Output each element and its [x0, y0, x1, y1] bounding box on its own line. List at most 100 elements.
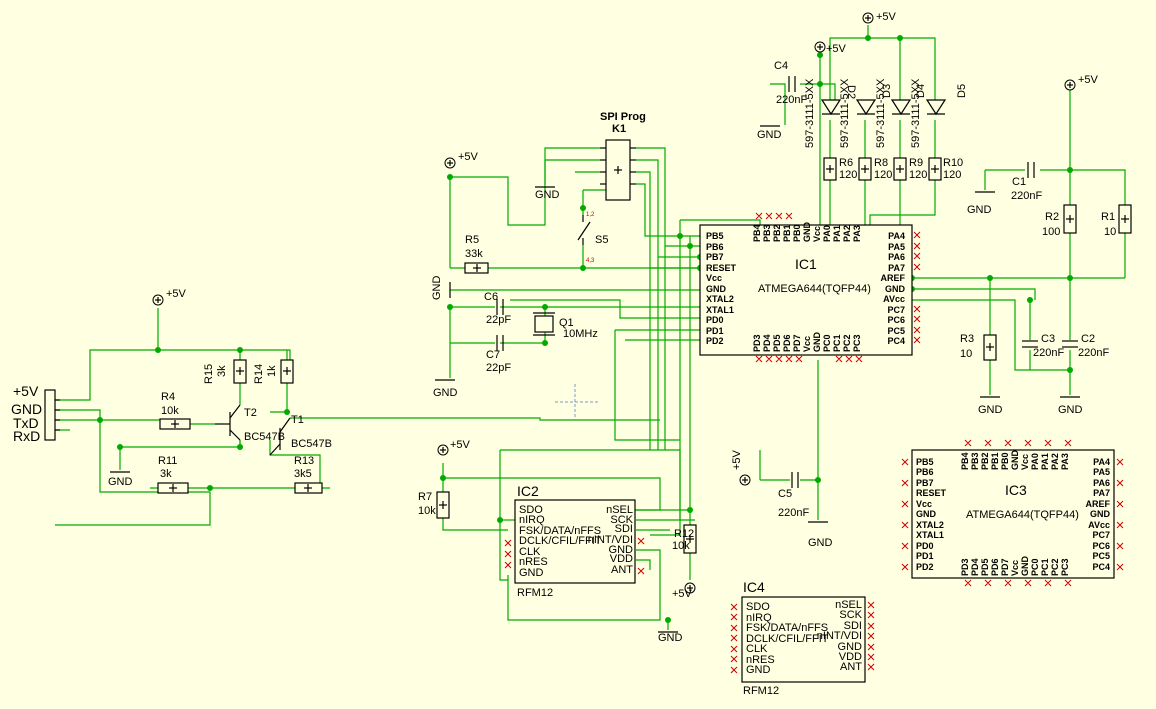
led-d2[interactable]: D2 597-3111-5XX [804, 78, 857, 148]
led-d4[interactable]: D4 597-3111-5XX [875, 78, 927, 148]
resistor-r15[interactable]: R15 3k [203, 359, 247, 384]
svg-text:GND: GND [658, 632, 683, 644]
serial-connector[interactable]: +5V GND TxD RxD [11, 383, 60, 444]
svg-text:R15: R15 [203, 364, 215, 384]
svg-text:1k: 1k [266, 365, 278, 377]
switch-s5[interactable]: S5 1,2 4,3 [577, 212, 608, 264]
svg-text:PD0: PD0 [706, 315, 724, 325]
svg-text:Vcc: Vcc [1020, 454, 1030, 470]
svg-text:Vcc: Vcc [706, 273, 722, 283]
svg-text:597-3111-5XX: 597-3111-5XX [839, 78, 851, 148]
svg-text:ANT: ANT [840, 661, 862, 673]
crystal-q1[interactable]: Q1 10MHz [533, 312, 598, 340]
ic4-right-pins: nSEL SCK SDI nINT/VDI GND VDD ANT [817, 599, 863, 673]
svg-text:PD7: PD7 [792, 334, 802, 352]
svg-text:+5V: +5V [876, 11, 897, 23]
svg-text:R8: R8 [874, 157, 888, 169]
gnd-symbol: GND [658, 631, 683, 644]
svg-text:RFM12: RFM12 [743, 685, 779, 697]
svg-text:R14: R14 [253, 364, 265, 384]
svg-text:R6: R6 [839, 157, 853, 169]
ic2-rfm12[interactable]: IC2 RFM12 SDO nIRQ FSK/DATA/nFFS DCLK/CF… [504, 483, 645, 599]
ic3-top-pins: PB4 PB3 PB2 PB1 PB0 GND Vcc PA0 PA1 PA2 … [960, 450, 1070, 471]
svg-text:3k5: 3k5 [294, 468, 312, 480]
supply-plus5v-symbol: +5V [444, 151, 479, 169]
ic3-bottom-pins: PD3 PD4 PD5 PD6 PD7 Vcc GND PC0 PC1 PC2 … [960, 556, 1070, 577]
svg-text:GND: GND [967, 204, 992, 216]
svg-text:PD3: PD3 [960, 558, 970, 576]
svg-text:AVcc: AVcc [883, 294, 905, 304]
power-symbols: +5V +5V +5V +5V +5V +5V +5V +5V [108, 11, 1099, 644]
svg-text:C7: C7 [486, 349, 500, 361]
svg-text:PB7: PB7 [706, 252, 724, 262]
svg-text:10MHz: 10MHz [563, 328, 598, 340]
svg-text:100: 100 [1042, 226, 1060, 238]
transistor-t1[interactable]: T1 BC547B [269, 414, 332, 456]
svg-text:D4: D4 [915, 84, 927, 98]
svg-text:FSK/DATA/nFFS: FSK/DATA/nFFS [519, 525, 601, 537]
svg-text:22pF: 22pF [486, 314, 511, 326]
svg-text:D5: D5 [956, 84, 968, 98]
svg-text:PB0: PB0 [792, 224, 802, 242]
ic1-top-pins: PB4 PB3 PB2 PB1 PB0 GND Vcc PA0 PA1 PA2 … [752, 222, 862, 243]
svg-text:120: 120 [874, 169, 892, 181]
resistor-r14[interactable]: R14 1k [253, 359, 294, 384]
svg-text:PD6: PD6 [990, 558, 1000, 576]
svg-text:PC5: PC5 [1092, 551, 1110, 561]
svg-text:+5V: +5V [1078, 74, 1099, 86]
svg-text:GND: GND [916, 509, 937, 519]
ic1-bottom-pins: PD3 PD4 PD5 PD6 PD7 Vcc GND PC0 PC1 PC2 … [752, 332, 862, 353]
svg-text:PA1: PA1 [832, 225, 842, 242]
svg-text:4,3: 4,3 [586, 258, 595, 264]
svg-text:220nF: 220nF [1078, 347, 1109, 359]
ic1-atmega[interactable]: IC1 ATMEGA644(TQFP44) PB5 PB6 PB7 RESET … [699, 212, 921, 363]
gnd-symbol: GND [1058, 396, 1083, 416]
svg-text:PB5: PB5 [706, 231, 724, 241]
led-d5[interactable]: D5 597-3111-5XX [910, 78, 968, 148]
conn-pin-label: GND [11, 401, 42, 417]
svg-text:PB6: PB6 [916, 467, 934, 477]
ic4-rfm12[interactable]: IC4 RFM12 SDO nIRQ FSK/DATA/nFFS DCLK/CF… [730, 579, 875, 697]
ic3-atmega[interactable]: IC3 ATMEGA644(TQFP44) PB5 PB6 PB7 RESET … [901, 439, 1124, 587]
transistor-t2[interactable]: T2 BC547B [215, 404, 285, 443]
svg-text:DCLK/CFIL/FFIT: DCLK/CFIL/FFIT [746, 633, 829, 645]
svg-text:R1: R1 [1101, 211, 1115, 223]
svg-text:PA3: PA3 [852, 225, 862, 242]
led-d3[interactable]: D3 597-3111-5XX [839, 78, 893, 148]
svg-text:GND: GND [1090, 509, 1111, 519]
svg-text:XTAL1: XTAL1 [916, 530, 944, 540]
spi-header-k1[interactable]: SPI Prog K1 [600, 111, 646, 201]
svg-text:10: 10 [960, 348, 972, 360]
conn-pin-label: +5V [13, 383, 39, 399]
svg-text:C4: C4 [774, 60, 788, 72]
supply-plus5v-symbol: +5V [814, 41, 847, 55]
svg-text:GND: GND [535, 189, 560, 201]
svg-text:PB2: PB2 [772, 224, 782, 242]
svg-text:SDO: SDO [519, 504, 543, 516]
ic1-left-pins: PB5 PB6 PB7 RESET Vcc GND XTAL2 XTAL1 PD… [706, 231, 737, 346]
wires [55, 25, 1126, 630]
svg-text:PA0: PA0 [822, 225, 832, 242]
